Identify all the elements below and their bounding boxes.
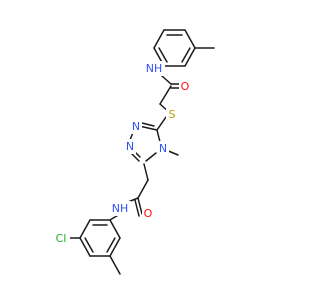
bond <box>153 29 165 49</box>
label-background <box>109 201 131 216</box>
bond <box>141 122 155 127</box>
atom-nh-top: NH <box>146 62 163 75</box>
bond <box>84 237 94 253</box>
label-background <box>179 79 191 94</box>
bond <box>106 237 116 253</box>
atom-nh-bottom: NH <box>112 202 129 215</box>
bond <box>156 116 167 131</box>
atom-cl: Cl <box>56 232 67 245</box>
bonds <box>65 29 215 275</box>
atom-n1: N <box>132 120 140 133</box>
label-background <box>143 61 165 76</box>
label-background <box>157 141 169 156</box>
bond <box>161 75 172 85</box>
molecule-structure: NH O S N N N O NH Cl <box>52 29 215 275</box>
atom-s: S <box>169 108 176 121</box>
bond <box>79 237 91 257</box>
bond <box>181 47 191 63</box>
bond <box>134 199 140 217</box>
label-background <box>124 139 136 154</box>
atom-o-mid: O <box>144 207 153 220</box>
bond <box>159 85 172 105</box>
label-background <box>52 231 70 246</box>
bond <box>156 129 161 143</box>
bond <box>109 219 121 239</box>
bond <box>137 197 143 215</box>
bond <box>137 179 149 199</box>
bond <box>109 255 121 275</box>
atom-n4: N <box>159 142 167 155</box>
bond <box>145 152 157 162</box>
label-background <box>142 206 154 221</box>
atom-labels: NH O S N N N O NH Cl <box>52 61 191 246</box>
bond <box>158 47 168 63</box>
bond <box>184 47 196 67</box>
atom-n2: N <box>126 140 134 153</box>
bond <box>184 29 196 49</box>
bond <box>109 237 121 257</box>
atom-o-top: O <box>181 80 190 93</box>
label-background <box>130 119 142 134</box>
bond <box>79 219 91 239</box>
label-background <box>166 107 178 122</box>
bond <box>143 163 149 181</box>
